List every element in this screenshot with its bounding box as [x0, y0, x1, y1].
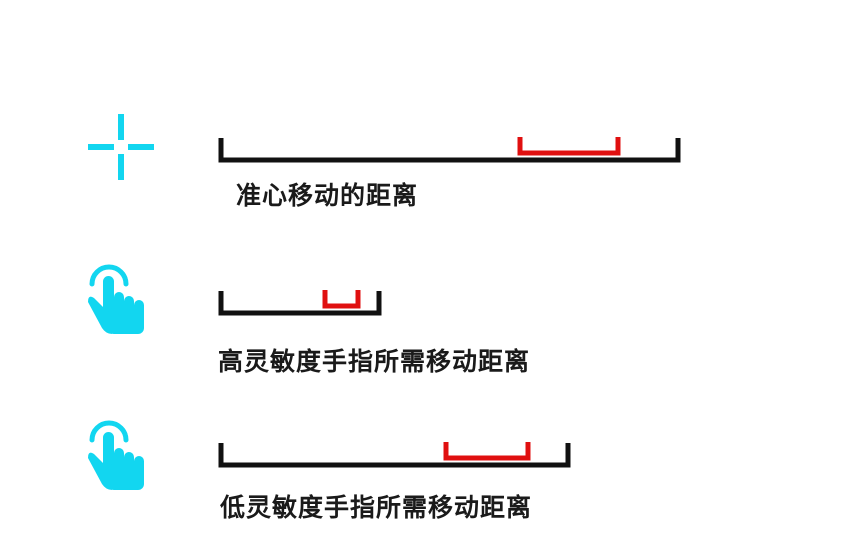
- tap-finger-icon: [88, 264, 144, 334]
- distance-bar: [218, 291, 382, 316]
- tap-finger-icon: [88, 420, 144, 490]
- label-low-sensitivity-distance: 低灵敏度手指所需移动距离: [220, 493, 533, 522]
- distance-segment: [443, 442, 531, 461]
- distance-bar: [218, 443, 571, 468]
- label-high-sensitivity-distance: 高灵敏度手指所需移动距离: [218, 347, 531, 376]
- distance-segment: [322, 290, 361, 309]
- label-crosshair-distance: 准心移动的距离: [236, 181, 419, 210]
- crosshair-icon: [88, 114, 154, 180]
- distance-segment: [517, 137, 621, 156]
- distance-bar: [218, 138, 681, 163]
